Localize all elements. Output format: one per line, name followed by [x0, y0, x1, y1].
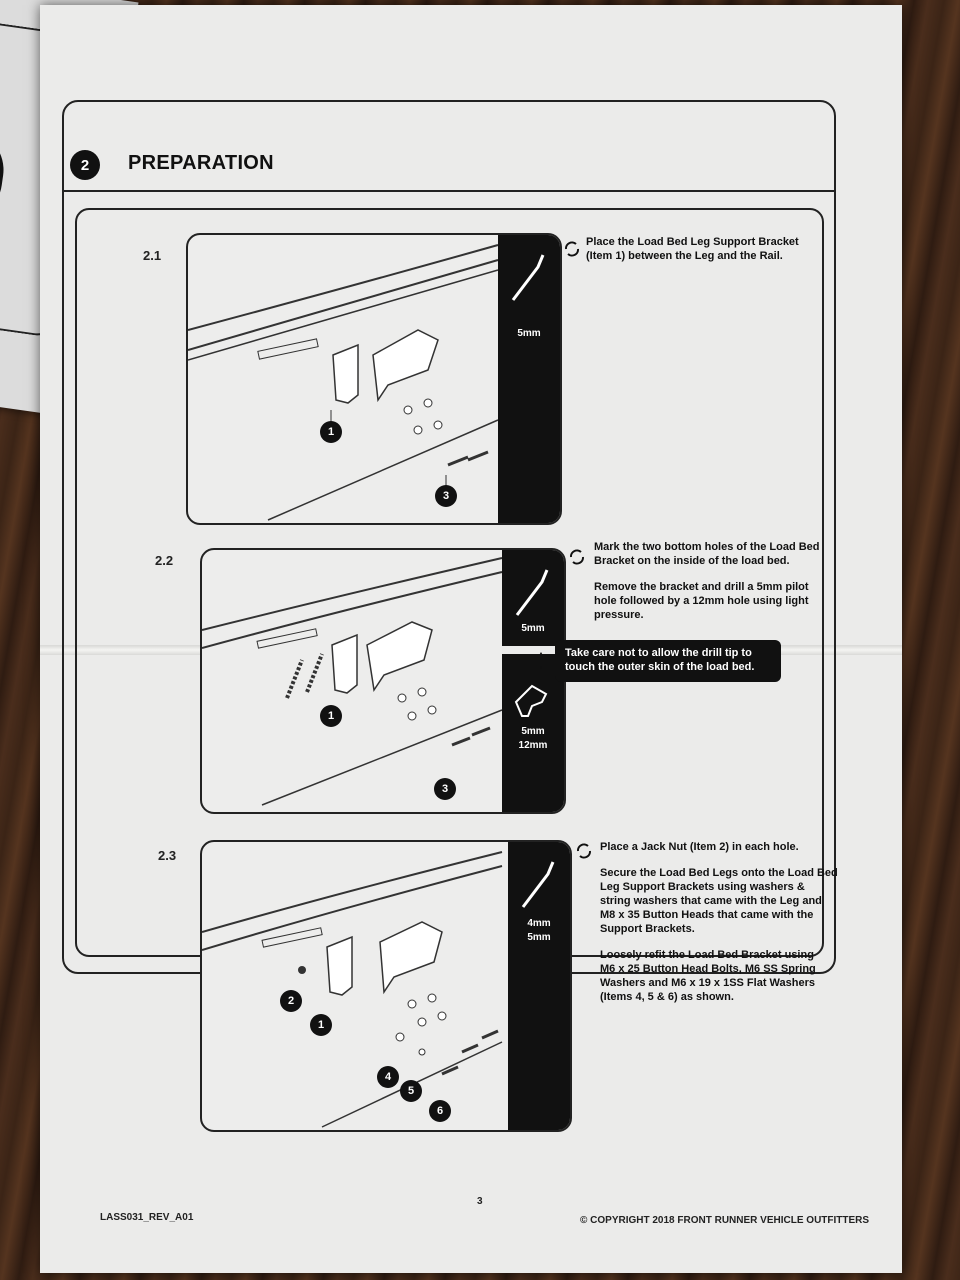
item-callout: 1 [320, 421, 342, 443]
section-number-badge: 2 [70, 150, 100, 180]
drill-size-label: 12mm [518, 740, 548, 751]
copyright-notice: © COPYRIGHT 2018 FRONT RUNNER VEHICLE OU… [580, 1215, 870, 1226]
item-callout: 4 [377, 1066, 399, 1088]
assembly-diagram [202, 851, 503, 1128]
rotate-arrows-icon [570, 549, 584, 565]
item-callout: 1 [310, 1014, 332, 1036]
step-number: 2.3 [158, 848, 177, 863]
hex-key-icon [515, 569, 549, 616]
title-divider [62, 190, 834, 192]
tool-strip: 4mm 5mm [508, 842, 570, 1130]
drill-size-label: 5mm [521, 726, 545, 737]
step-2-1-illustration: 5mm 1 3 [186, 233, 562, 525]
item-callout: 2 [280, 990, 302, 1012]
step-2-1-text: Place the Load Bed Leg Support Bracket (… [586, 236, 799, 262]
hex-key-icon [521, 861, 555, 908]
item-callout: 5 [400, 1080, 422, 1102]
warning-box: Take care not to allow the drill tip to … [555, 640, 781, 682]
rotate-arrows-icon [577, 843, 591, 859]
item-callout: 3 [435, 485, 457, 507]
step-number: 2.2 [155, 553, 174, 568]
tool-size-label: 4mm [527, 918, 551, 929]
warning-triangle-icon [530, 652, 552, 671]
hex-key-icon [511, 254, 545, 301]
step-number: 2.1 [143, 248, 162, 263]
bracket-diagram [188, 244, 499, 521]
page-number: 3 [477, 1196, 483, 1207]
rotate-arrows-icon [565, 241, 579, 257]
drill-icon [514, 684, 548, 717]
item-callout: 1 [320, 705, 342, 727]
document-code: LASS031_REV_A01 [100, 1212, 194, 1223]
tool-strip: 5mm 5mm 12mm [502, 550, 564, 812]
step-2-3-illustration: 4mm 5mm 2 1 4 5 6 [200, 840, 572, 1132]
tool-size-label: 5mm [517, 328, 541, 339]
step-2-2-text: Mark the two bottom holes of the Load Be… [594, 541, 820, 621]
item-callout: 3 [434, 778, 456, 800]
step-2-2-illustration: 5mm 5mm 12mm 1 3 [200, 548, 566, 814]
step-2-3-text: Place a Jack Nut (Item 2) in each hole. … [600, 841, 838, 1003]
item-callout: 6 [429, 1100, 451, 1122]
tool-size-label: 5mm [527, 932, 551, 943]
section-title: PREPARATION [128, 152, 274, 174]
tool-size-label: 5mm [521, 623, 545, 634]
tool-strip: 5mm [498, 235, 560, 523]
drill-diagram [202, 557, 503, 806]
